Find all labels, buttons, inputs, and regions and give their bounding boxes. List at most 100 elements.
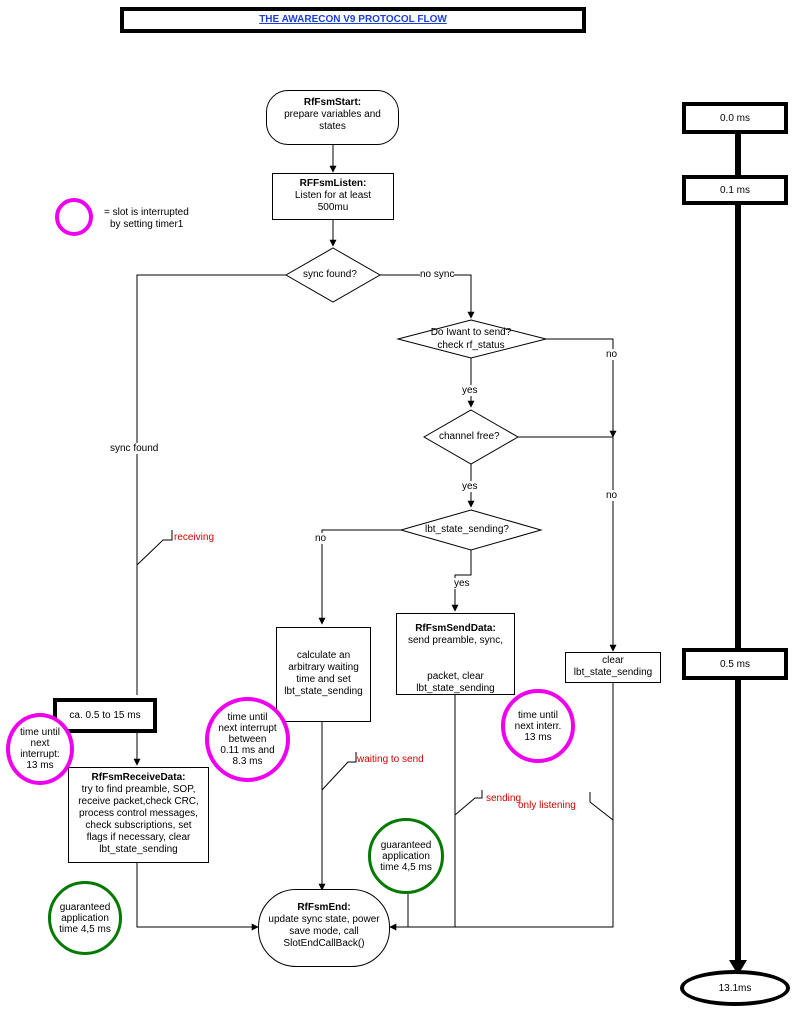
node-text: lbt_state_sending	[284, 686, 363, 697]
edge-label-no-3: no	[315, 533, 327, 544]
circle-text: application	[382, 850, 430, 862]
legend-line-1: = slot is interrupted	[104, 207, 189, 218]
annotation-waiting-to-send: waiting to send	[357, 754, 424, 765]
edge-label-no-2: no	[606, 490, 618, 501]
bracket-listening	[589, 792, 614, 821]
edge-clear-end	[455, 683, 614, 928]
diagram-title: THE AWARECON V9 PROTOCOL FLOW	[120, 7, 586, 33]
node-text: lbt_state_sending	[99, 844, 178, 855]
circle-text: application	[61, 912, 109, 924]
node-text: process control messages,	[79, 808, 198, 819]
decision-text: Do Iwant to send?	[430, 327, 512, 338]
circle-text: guaranteed	[59, 901, 111, 913]
guarantee-circle-left: guaranteed application time 4,5 ms	[48, 881, 122, 955]
diamond-sync-found	[284, 247, 382, 303]
node-title: RfFsmSendData:	[415, 623, 496, 634]
circle-text: time 4,5 ms	[380, 861, 432, 873]
circle-text: 8.3 ms	[232, 756, 263, 767]
circle-text: guaranteed	[380, 839, 432, 851]
node-text: update sync state, power	[268, 914, 380, 925]
node-title: RFFsmListen:	[299, 178, 367, 189]
node-rf-fsm-receive-data: RfFsmReceiveData: try to find preamble, …	[68, 767, 209, 863]
node-text: receive packet,check CRC,	[78, 796, 199, 807]
node-rf-fsm-start: RfFsmStart: prepare variables and states	[266, 90, 399, 145]
guarantee-circle-right: guaranteed application time 4,5 ms	[368, 818, 444, 894]
edge-label-yes-1: yes	[462, 385, 478, 396]
timeline-marker-0-0: 0.0 ms	[682, 102, 788, 134]
legend-circle-icon	[55, 198, 93, 236]
node-text: packet, clear	[427, 671, 484, 682]
node-title: RfFsmEnd:	[297, 902, 351, 913]
edge-label-no-1: no	[606, 349, 618, 360]
node-rf-fsm-end: RfFsmEnd: update sync state, power save …	[258, 889, 390, 967]
node-text: send preamble, sync,	[407, 635, 504, 646]
node-text: try to find preamble, SOP,	[81, 784, 196, 795]
annotation-sending: sending	[486, 793, 522, 804]
edge-label-yes-3: yes	[454, 578, 470, 589]
bracket-sending	[454, 790, 483, 816]
circle-text: time 4,5 ms	[59, 923, 111, 935]
circle-text: 13 ms	[26, 760, 54, 771]
decision-lbt-sending: lbt_state_sending?	[425, 524, 509, 535]
edge-no-sync	[380, 274, 475, 319]
circle-text: interrupt:	[20, 749, 60, 760]
circle-text: next interr.	[514, 720, 562, 732]
circle-text: time until	[517, 709, 558, 721]
legend-text: = slot is interrupted by setting timer1	[104, 207, 189, 231]
edge-receive-end	[136, 863, 259, 931]
receive-duration-box: ca. 0.5 to 15 ms	[53, 698, 157, 733]
circle-text: time until	[19, 727, 60, 738]
node-text: save mode, call	[289, 926, 359, 937]
node-text: flags if necessary, clear	[86, 832, 191, 843]
node-rf-fsm-listen: RFFsmListen: Listen for at least 500mu	[272, 173, 394, 220]
circle-text: between	[228, 734, 267, 745]
edge-label-no-sync: no sync	[420, 269, 455, 280]
edge-lbt-yes	[451, 550, 472, 612]
node-text: prepare variables and	[284, 109, 381, 120]
timeline-marker-0-1: 0.1 ms	[682, 175, 788, 205]
node-title: RfFsmStart:	[303, 97, 362, 108]
annotation-only-listening: only listening	[518, 800, 576, 811]
bracket-waiting	[321, 752, 357, 791]
circle-text: 13 ms	[524, 731, 552, 743]
node-text: Listen for at least	[294, 190, 372, 201]
node-text: time and set	[296, 674, 351, 685]
legend-line-2: by setting timer1	[110, 219, 184, 230]
bracket-receiving	[136, 530, 173, 566]
interrupt-circle-middle: time until next interrupt between 0.11 m…	[205, 697, 290, 782]
decision-sync-found: sync found?	[303, 269, 357, 280]
edge-want-no	[546, 338, 617, 438]
node-text: lbt_state_sending	[416, 683, 495, 694]
title-text: THE AWARECON V9 PROTOCOL FLOW	[259, 14, 447, 25]
node-calculate-waiting: calculate an arbitrary waiting time and …	[276, 627, 371, 722]
interrupt-circle-left: time until next interrupt: 13 ms	[6, 713, 74, 785]
node-title: RfFsmReceiveData:	[91, 772, 186, 783]
circle-text: next interrupt	[218, 723, 277, 734]
node-clear-lbt: clear lbt_state_sending	[565, 652, 661, 683]
node-text: 500mu	[317, 202, 349, 213]
decision-text: check rf_status	[437, 340, 505, 351]
circle-text: 0.11 ms and	[220, 745, 275, 756]
node-rf-fsm-send-data: RfFsmSendData: send preamble, sync, pack…	[396, 613, 515, 695]
node-text: SlotEndCallBack()	[283, 938, 365, 949]
edge-sync-found	[136, 274, 286, 695]
timeline-arrow	[729, 960, 747, 975]
annotation-receiving: receiving	[174, 532, 215, 543]
circle-text: time until	[227, 712, 268, 723]
node-text: lbt_state_sending	[573, 667, 653, 678]
edge-label-sync-found: sync found	[110, 443, 159, 454]
timeline-marker-0-5: 0.5 ms	[682, 648, 788, 680]
circle-text: next	[30, 738, 50, 749]
edge-lbt-no	[318, 529, 401, 625]
node-text: states	[319, 121, 346, 132]
node-text: clear	[602, 655, 624, 666]
interrupt-circle-right: time until next interr. 13 ms	[501, 689, 575, 763]
timeline-marker-13-1: 13.1ms	[680, 970, 790, 1006]
decision-want-send: Do Iwant to send? check rf_status	[418, 326, 524, 352]
node-text: arbitrary waiting	[288, 662, 359, 673]
node-text: check subscriptions, set	[85, 820, 192, 831]
edge-label-yes-2: yes	[462, 481, 478, 492]
decision-channel-free: channel free?	[439, 431, 500, 442]
node-text: calculate an	[296, 650, 351, 661]
